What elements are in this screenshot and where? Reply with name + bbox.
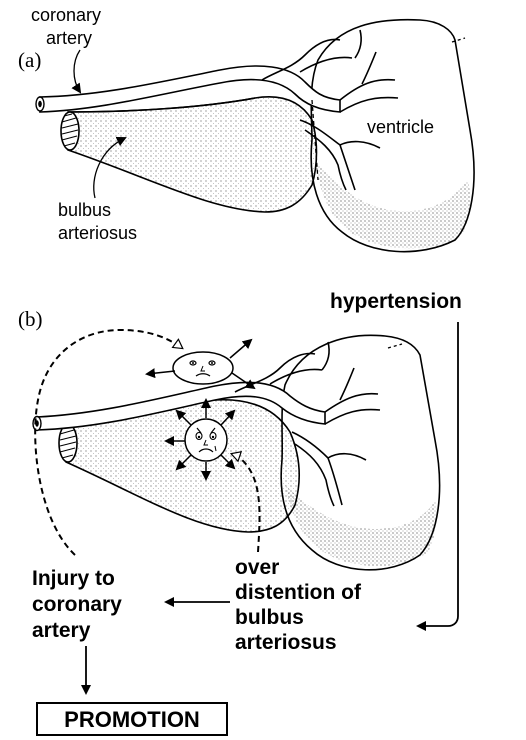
injury-label-line1: Injury to: [32, 567, 115, 590]
bulbus-label-line2: arteriosus: [58, 223, 137, 243]
injury-label-line3: artery: [32, 619, 91, 642]
coronary-artery-pointer: [74, 50, 80, 92]
bulbus-face: [185, 419, 227, 461]
coronary-face: [173, 352, 233, 384]
injury-label-line2: coronary: [32, 593, 122, 616]
promotion-label: PROMOTION: [64, 707, 200, 732]
distention-label-line2: distention of: [235, 581, 362, 604]
coronary-artery-label-line1: coronary: [31, 5, 101, 25]
distention-label-line4: arteriosus: [235, 631, 337, 654]
panel-a-label: (a): [18, 48, 41, 72]
panel-a: (a) coronary artery ventricle bulbus art…: [18, 5, 474, 252]
distention-label-line3: bulbus: [235, 606, 304, 629]
bulbus-label-line1: bulbus: [58, 200, 111, 220]
panel-b-label: (b): [18, 307, 43, 331]
ventricle-label: ventricle: [367, 117, 434, 137]
hypertension-label: hypertension: [330, 290, 462, 313]
panel-b: (b) hypertension over distention of bulb…: [18, 290, 462, 735]
distention-label-line1: over: [235, 556, 279, 579]
coronary-artery-label-line2: artery: [46, 28, 92, 48]
